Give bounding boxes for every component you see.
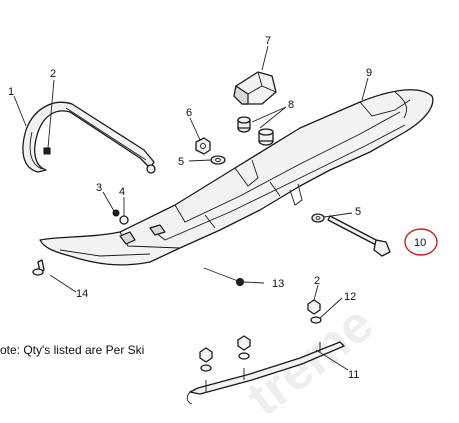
runner-nut-middle [237,335,251,351]
highlight-circle [404,228,438,256]
bushings [237,116,274,146]
callout-7: 7 [265,35,271,47]
ski-handle-loop [22,101,156,174]
callout-3: 3 [96,182,102,194]
callout-2-upper: 2 [50,68,56,80]
screw-14 [32,259,45,276]
nut-13 [236,278,244,286]
nut-6 [195,137,211,155]
runner-nut-left [199,347,213,363]
callout-2-lower: 2 [314,275,320,287]
callout-5-right: 5 [355,206,361,218]
callout-10: 10 [414,237,426,249]
nut-2-lower [307,299,321,315]
callout-5-left: 5 [178,156,184,168]
callout-11: 11 [348,369,359,381]
ski-body [39,89,434,266]
callout-1: 1 [8,86,14,98]
washer-4 [119,215,129,225]
saddle-block [233,71,277,105]
runner-washer-left [200,364,212,372]
callout-13: 13 [272,278,284,290]
washer-5b [311,213,325,223]
callout-6: 6 [186,107,192,119]
nut-3 [112,209,120,217]
callout-4: 4 [119,186,125,198]
callout-8: 8 [288,99,294,111]
qty-note: ote: Qty's listed are Per Ski [0,343,144,357]
washer-5a [210,155,226,165]
runner-washer-middle [238,352,250,360]
wear-bar-11 [186,341,345,405]
callout-14: 14 [76,288,88,300]
bolt-10 [327,215,391,257]
callout-12: 12 [344,291,356,303]
washer-12 [310,316,322,324]
callout-9: 9 [366,67,372,79]
leader-lines [13,45,369,371]
